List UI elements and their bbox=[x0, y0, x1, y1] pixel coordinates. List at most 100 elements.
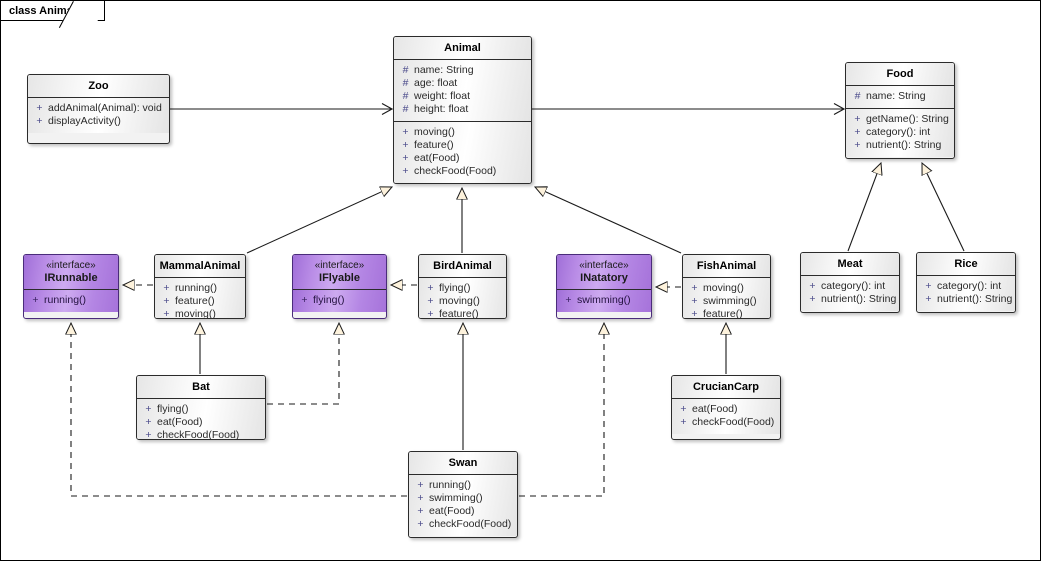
operations-compartment-swan: +running()+swimming()+eat(Food)+checkFoo… bbox=[409, 475, 517, 536]
operations-row: + eat(Food) bbox=[412, 505, 514, 518]
uml-node-irunnable[interactable]: «interface»IRunnable+running() bbox=[23, 254, 119, 319]
uml-node-food[interactable]: Food #name: String +getName(): String+ cate… bbox=[845, 62, 955, 159]
operations-label: flying() bbox=[313, 294, 345, 306]
operations-label: running() bbox=[429, 479, 472, 491]
uml-node-birdanimal[interactable]: BirdAnimal+flying()+moving()+feature() bbox=[418, 254, 507, 319]
compartment-divider bbox=[394, 59, 531, 60]
node-name-rice: Rice bbox=[954, 258, 978, 270]
visibility-marker: + bbox=[402, 139, 409, 151]
operations-label: eat(Food) bbox=[429, 505, 475, 517]
compartment-divider bbox=[683, 277, 770, 278]
visibility-marker: + bbox=[680, 403, 687, 415]
visibility-marker: + bbox=[145, 416, 152, 428]
node-stereotype-irunnable: «interface» bbox=[46, 260, 96, 271]
edge-fish-animal bbox=[535, 187, 682, 254]
visibility-marker: + bbox=[145, 429, 152, 440]
node-header-food: Food bbox=[846, 63, 954, 85]
uml-node-iflyable[interactable]: «interface»IFlyable+flying() bbox=[292, 254, 387, 319]
operations-label: nutrient(): String bbox=[866, 139, 942, 151]
operations-row: +addAnimal(Animal): void bbox=[31, 102, 166, 115]
node-header-irunnable: «interface»IRunnable bbox=[24, 255, 118, 289]
operations-row: +getName(): String bbox=[849, 113, 951, 126]
operations-label: swimming() bbox=[577, 294, 631, 306]
visibility-marker: + bbox=[402, 152, 409, 164]
node-name-cruciancarp: CrucianCarp bbox=[692, 381, 760, 393]
node-header-fishanimal: FishAnimal bbox=[683, 255, 770, 277]
operations-row: +category(): int bbox=[804, 280, 896, 293]
operations-label: addAnimal(Animal): void bbox=[48, 102, 162, 114]
node-name-swan: Swan bbox=[448, 457, 478, 469]
uml-node-rice[interactable]: Rice+category(): int+nutrient(): String bbox=[916, 252, 1016, 313]
operations-row: +moving() bbox=[397, 126, 528, 139]
operations-label: category(): int bbox=[866, 126, 931, 138]
compartment-divider bbox=[846, 85, 954, 86]
operations-row: +running() bbox=[158, 282, 242, 295]
operations-label: checkFood(Food) bbox=[692, 416, 775, 428]
operations-label: moving() bbox=[703, 282, 744, 294]
visibility-marker: + bbox=[163, 295, 170, 307]
uml-node-mammalanimal[interactable]: MammalAnimal +running()+feature()+moving(… bbox=[154, 254, 246, 319]
attributes-label: height: float bbox=[414, 103, 469, 115]
operations-label: eat(Food) bbox=[414, 152, 460, 164]
attributes-label: weight: float bbox=[414, 90, 471, 102]
operations-compartment-cruciancarp: + eat(Food)+checkFood(Food) bbox=[672, 399, 780, 434]
attributes-row: #weight: float bbox=[397, 90, 528, 103]
visibility-marker: + bbox=[854, 126, 861, 138]
attributes-compartment-food: #name: String bbox=[846, 86, 954, 108]
operations-compartment-irunnable: +running() bbox=[24, 290, 118, 312]
operations-label: displayActivity() bbox=[48, 115, 121, 127]
operations-label: nutrient(): String bbox=[821, 293, 897, 305]
uml-node-swan[interactable]: Swan+running()+swimming()+eat(Food)+chec… bbox=[408, 451, 518, 538]
visibility-marker: # bbox=[402, 77, 409, 89]
visibility-marker: + bbox=[691, 308, 698, 319]
operations-row: +running() bbox=[412, 479, 514, 492]
node-header-inatatory: «interface»INatatory bbox=[557, 255, 651, 289]
operations-row: +feature() bbox=[158, 295, 242, 308]
visibility-marker: + bbox=[925, 293, 932, 305]
node-header-swan: Swan bbox=[409, 452, 517, 474]
operations-row: +moving() bbox=[422, 295, 503, 308]
frame-tab-corner bbox=[75, 1, 97, 22]
node-header-bat: Bat bbox=[137, 376, 265, 398]
compartment-divider bbox=[409, 474, 517, 475]
attributes-label: name: String bbox=[414, 64, 474, 76]
visibility-marker: + bbox=[417, 505, 424, 517]
operations-label: moving() bbox=[414, 126, 455, 138]
operations-label: checkFood(Food) bbox=[157, 429, 240, 440]
uml-node-meat[interactable]: Meat+category(): int+nutrient(): String bbox=[800, 252, 900, 313]
node-header-iflyable: «interface»IFlyable bbox=[293, 255, 386, 289]
visibility-marker: + bbox=[163, 308, 170, 319]
operations-compartment-fishanimal: +moving()+swimming()+feature() bbox=[683, 278, 770, 319]
node-name-animal: Animal bbox=[444, 42, 481, 54]
visibility-marker: + bbox=[809, 280, 816, 292]
visibility-marker: + bbox=[691, 295, 698, 307]
visibility-marker: + bbox=[36, 115, 43, 127]
attributes-row: #age: float bbox=[397, 77, 528, 90]
node-header-rice: Rice bbox=[917, 253, 1015, 275]
node-name-birdanimal: BirdAnimal bbox=[433, 260, 492, 272]
operations-label: eat(Food) bbox=[692, 403, 738, 415]
uml-node-zoo[interactable]: Zoo+addAnimal(Animal): void+displayActiv… bbox=[27, 74, 170, 144]
uml-node-inatatory[interactable]: «interface»INatatory+swimming() bbox=[556, 254, 652, 319]
visibility-marker: + bbox=[163, 282, 170, 294]
operations-row: + category(): int bbox=[849, 126, 951, 139]
node-name-food: Food bbox=[886, 68, 914, 80]
uml-node-fishanimal[interactable]: FishAnimal+moving()+swimming()+feature() bbox=[682, 254, 771, 319]
operations-label: feature() bbox=[703, 308, 743, 319]
uml-node-cruciancarp[interactable]: CrucianCarp + eat(Food)+checkFood(Food) bbox=[671, 375, 781, 440]
operations-label: getName(): String bbox=[866, 113, 949, 125]
edge-mammal-animal bbox=[246, 187, 392, 254]
operations-compartment-zoo: +addAnimal(Animal): void+ displayActivity… bbox=[28, 98, 169, 133]
uml-node-animal[interactable]: Animal#name: String#age: float#weight: f… bbox=[393, 36, 532, 184]
uml-node-bat[interactable]: Bat+flying()+eat(Food)+checkFood(Food) bbox=[136, 375, 266, 440]
visibility-marker: + bbox=[427, 282, 434, 294]
visibility-marker: # bbox=[402, 103, 409, 115]
operations-compartment-mammalanimal: +running()+feature()+moving() bbox=[155, 278, 245, 319]
operations-label: swimming() bbox=[429, 492, 483, 504]
operations-label: running() bbox=[44, 294, 87, 306]
node-name-fishanimal: FishAnimal bbox=[696, 260, 757, 272]
compartment-divider bbox=[801, 275, 899, 276]
compartment-divider bbox=[24, 289, 118, 290]
node-name-mammalanimal: MammalAnimal bbox=[159, 260, 241, 272]
operations-row: +checkFood(Food) bbox=[675, 416, 777, 429]
